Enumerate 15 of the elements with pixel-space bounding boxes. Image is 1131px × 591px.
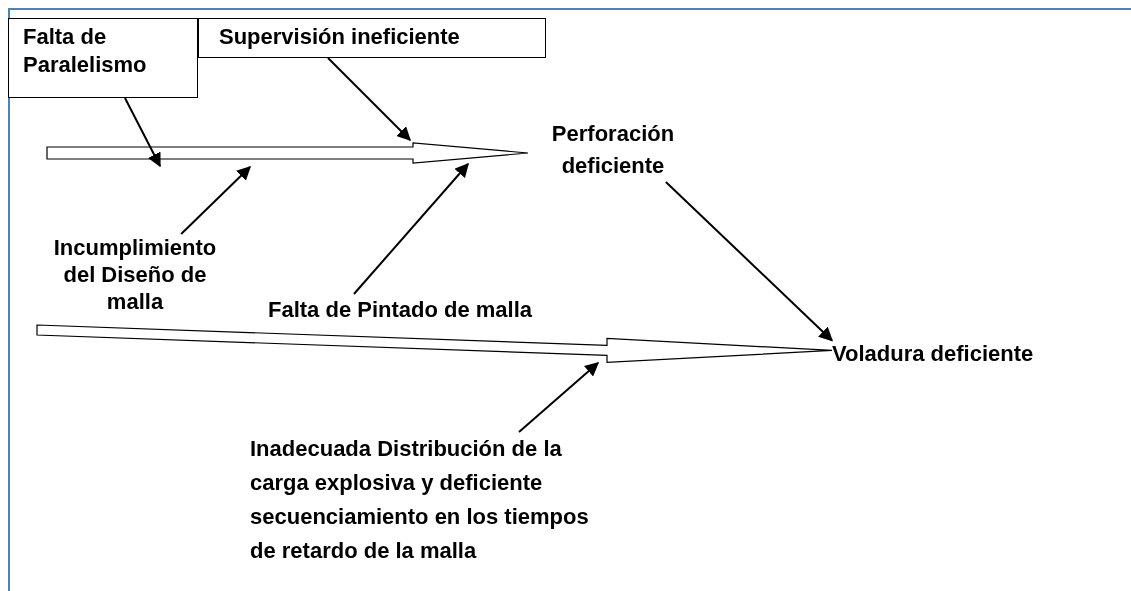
- cause-label: Falta de Pintado de malla: [268, 294, 598, 326]
- arrow: [327, 57, 411, 141]
- cause-label: Incumplimiento del Diseño de malla: [40, 234, 230, 315]
- arrow: [180, 166, 251, 235]
- hollow-arrow: [36, 324, 833, 364]
- arrow: [518, 362, 600, 433]
- hollow-arrow: [46, 142, 529, 164]
- cause-box: Falta de Paralelismo: [8, 18, 198, 98]
- arrow: [664, 181, 833, 342]
- arrow: [123, 97, 161, 168]
- cause-box: Supervisión ineficiente: [198, 18, 546, 58]
- effect-label: Voladura deficiente: [832, 338, 1112, 370]
- effect-label: Perforación deficiente: [528, 118, 698, 182]
- arrow: [352, 162, 469, 295]
- cause-label: Inadecuada Distribución de la carga explosiva y deficiente secuenciamiento en los tiempos de retardo de la malla: [250, 432, 590, 568]
